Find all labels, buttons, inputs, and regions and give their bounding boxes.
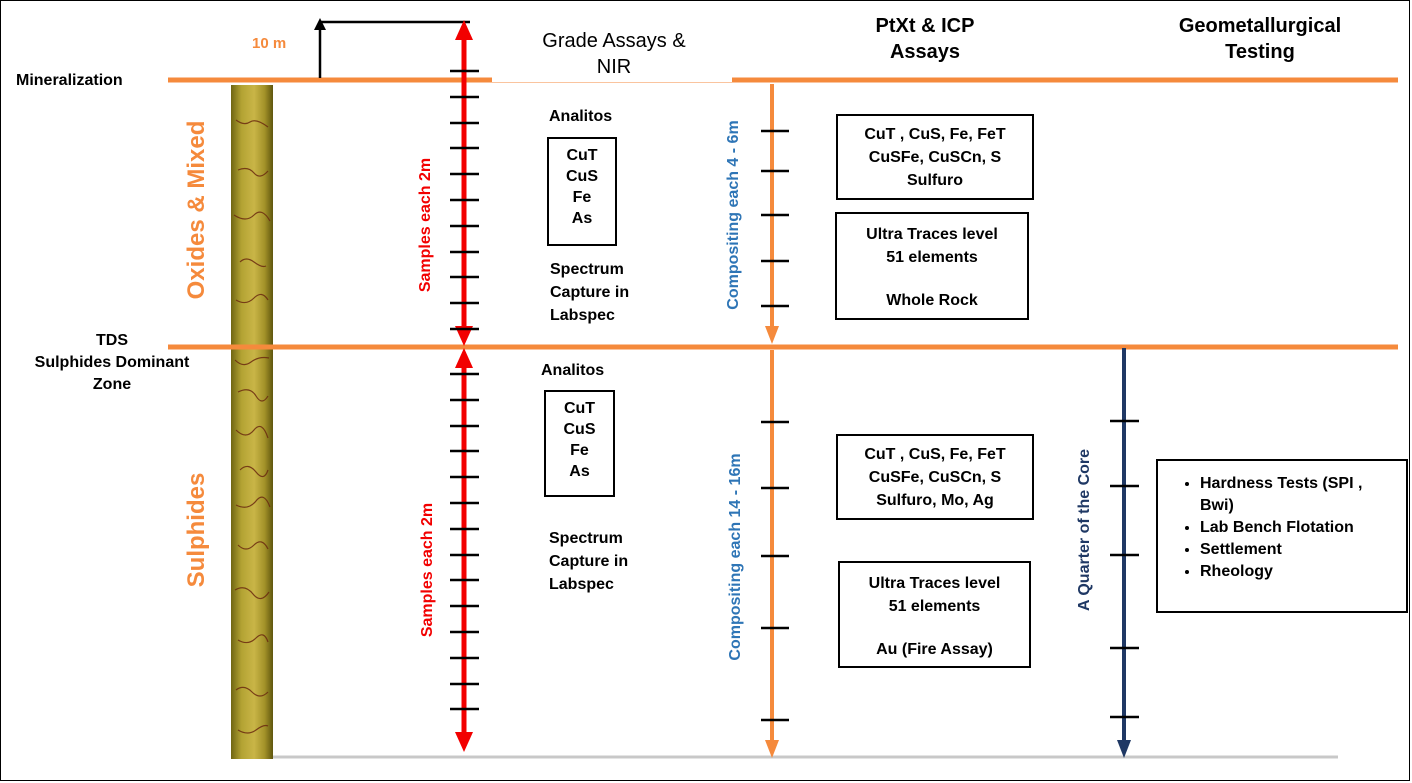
spectrum-upper-text: Spectrum Capture in Labspec bbox=[550, 261, 630, 324]
ptxt-upper-traces-box: Ultra Traces level 51 elements Whole Roc… bbox=[835, 212, 1029, 320]
analitos-lower-title: Analitos bbox=[541, 362, 605, 379]
tds-line-2: Sulphides Dominant bbox=[34, 354, 190, 371]
tds-label: TDS Sulphides Dominant Zone bbox=[12, 330, 212, 396]
drill-core-veins bbox=[233, 119, 271, 734]
quarter-core-ticks bbox=[1110, 419, 1139, 719]
analytes-upper-box: CuT CuS Fe As bbox=[547, 137, 617, 246]
sample-ticks bbox=[450, 69, 479, 711]
compositing-arrow-lower bbox=[765, 350, 779, 758]
oxides-mixed-zone-label: Oxides & Mixed bbox=[183, 120, 210, 300]
geomet-test-item: Rheology bbox=[1200, 561, 1396, 583]
sulphides-zone-label: Sulphides bbox=[183, 472, 210, 588]
samples-lower-label: Samples each 2m bbox=[419, 502, 436, 638]
mineralization-label: Mineralization bbox=[16, 72, 123, 89]
scale-label: 10 m bbox=[252, 35, 287, 52]
geomet-tests-box: Hardness Tests (SPI , Bwi) Lab Bench Flo… bbox=[1156, 459, 1408, 613]
compositing-upper-label: Compositing each 4 - 6m bbox=[725, 120, 742, 310]
scale-arrowhead bbox=[314, 18, 326, 30]
samples-arrow-upper bbox=[455, 20, 473, 346]
geomet-test-item: Hardness Tests (SPI , Bwi) bbox=[1200, 473, 1396, 517]
analytes-lower-box: CuT CuS Fe As bbox=[544, 390, 615, 497]
scale-bracket bbox=[318, 20, 470, 78]
quarter-core-label: A Quarter of the Core bbox=[1076, 448, 1093, 612]
geomet-test-item: Lab Bench Flotation bbox=[1200, 517, 1396, 539]
spectrum-lower-text: Spectrum Capture in Labspec bbox=[549, 530, 629, 593]
grade-assays-header: Grade Assays & NIR bbox=[542, 30, 686, 78]
composite-ticks bbox=[761, 129, 789, 722]
compositing-lower-label: Compositing each 14 - 16m bbox=[727, 453, 744, 661]
grade-header-background bbox=[492, 20, 732, 82]
geomet-test-item: Settlement bbox=[1200, 539, 1396, 561]
ptxt-lower-analytes-box: CuT , CuS, Fe, FeT CuSFe, CuSCn, S Sulfu… bbox=[836, 434, 1034, 520]
analitos-upper-title: Analitos bbox=[549, 108, 613, 125]
compositing-arrow-upper bbox=[765, 84, 779, 344]
ptxt-lower-traces-box: Ultra Traces level 51 elements Au (Fire … bbox=[838, 561, 1031, 668]
ptxt-upper-analytes-box: CuT , CuS, Fe, FeT CuSFe, CuSCn, S Sulfu… bbox=[836, 114, 1034, 200]
tds-line-1: TDS bbox=[96, 332, 128, 349]
samples-upper-label: Samples each 2m bbox=[417, 157, 434, 293]
tds-line-3: Zone bbox=[92, 376, 132, 393]
drill-core-image bbox=[231, 85, 273, 759]
quarter-core-arrow bbox=[1117, 348, 1131, 758]
geometallurgical-header: Geometallurgical Testing bbox=[1178, 15, 1342, 63]
geomet-tests-list: Hardness Tests (SPI , Bwi) Lab Bench Flo… bbox=[1172, 473, 1396, 583]
samples-arrow-lower bbox=[455, 348, 473, 752]
ptxt-icp-header: PtXt & ICP Assays bbox=[875, 15, 975, 63]
